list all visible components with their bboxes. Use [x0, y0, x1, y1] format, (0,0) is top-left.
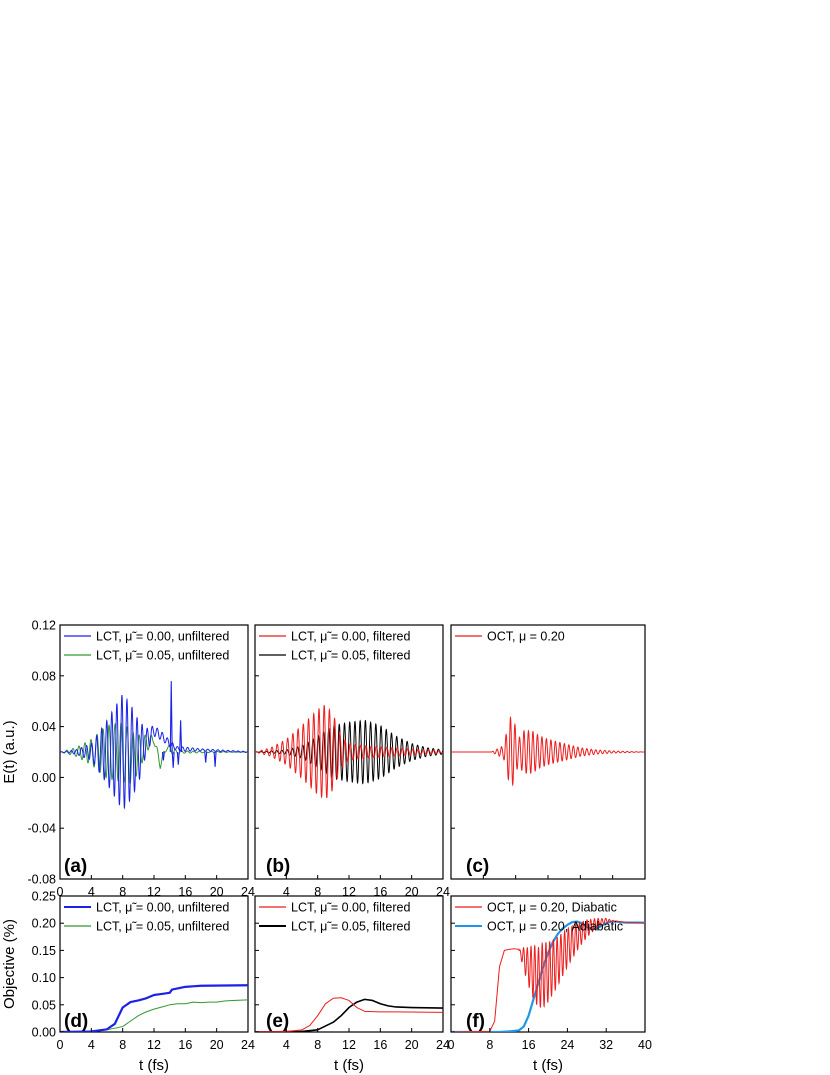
plot-area-0 [60, 681, 248, 810]
x-tick-label-0-1: 4 [88, 885, 95, 899]
spike-0-0-1 [171, 751, 175, 768]
x-tick-label-5-5: 40 [638, 1038, 652, 1052]
bottom-y-axis-label: Objective (%) [1, 919, 18, 1009]
y-tick-label-3-4: 0.05 [32, 998, 56, 1012]
x-axis-label-f: t (fs) [533, 1057, 563, 1074]
x-tick-label-0-5: 20 [210, 885, 224, 899]
panel-label-e: (e) [266, 1011, 289, 1032]
plot-area-1 [255, 705, 443, 799]
y-tick-label-3-2: 0.15 [32, 944, 56, 958]
plot-area-5 [451, 917, 645, 1032]
top-y-axis-label: E(t) (a.u.) [1, 720, 18, 783]
y-tick-label-0-5: -0.08 [28, 873, 57, 887]
legend-label-1-0: LCT, μ̃ = 0.00, filtered [291, 630, 410, 644]
spike-0-0-2 [179, 720, 183, 753]
spike-0-0-5 [213, 751, 217, 767]
panel-f-frame [450, 895, 646, 1033]
series-line-4-0 [255, 997, 443, 1032]
series-line-0-1 [60, 721, 248, 785]
spike-0-0-0 [169, 681, 173, 753]
x-axis-label-e: t (fs) [334, 1057, 364, 1074]
legend-label-3-0: LCT, μ̃ = 0.00, unfiltered [96, 901, 229, 915]
panel-label-f: (f) [466, 1011, 485, 1032]
x-tick-label-0-0: 0 [57, 885, 64, 899]
x-tick-label-5-4: 32 [599, 1038, 613, 1052]
x-tick-label-4-0: 4 [283, 1038, 290, 1052]
series-line-1-0 [255, 705, 443, 799]
series-line-0-0 [60, 694, 248, 810]
legend-label-5-0: OCT, μ = 0.20, Diabatic [487, 901, 617, 915]
plot-area-4 [255, 997, 443, 1032]
x-tick-label-1-3: 16 [373, 885, 387, 899]
x-tick-label-0-3: 12 [147, 885, 161, 899]
x-tick-label-4-2: 12 [342, 1038, 356, 1052]
series-line-4-1 [255, 998, 443, 1032]
x-tick-label-3-5: 20 [210, 1038, 224, 1052]
y-tick-label-3-5: 0.00 [32, 1026, 56, 1040]
legend-label-5-1: OCT, μ = 0.20, Adiabatic [487, 920, 623, 934]
panel-label-a: (a) [64, 856, 87, 877]
y-tick-label-0-3: 0.00 [32, 771, 56, 785]
x-tick-label-1-2: 12 [342, 885, 356, 899]
x-tick-label-3-4: 16 [178, 1038, 192, 1052]
x-tick-label-1-0: 4 [283, 885, 290, 899]
x-tick-label-3-2: 8 [119, 1038, 126, 1052]
legend-label-2-0: OCT, μ = 0.20 [487, 630, 565, 644]
x-tick-label-5-3: 24 [560, 1038, 574, 1052]
spike-0-0-3 [176, 751, 180, 765]
series-line-5-1 [451, 920, 645, 1032]
plot-layer [60, 681, 645, 1032]
series-line-3-1 [60, 999, 248, 1032]
spike-0-0-4 [204, 751, 208, 763]
plot-area-2 [451, 716, 645, 787]
y-tick-label-3-0: 0.25 [32, 890, 56, 904]
series-line-2-0 [451, 716, 645, 787]
y-tick-label-0-4: -0.04 [28, 822, 57, 836]
panel-label-c: (c) [466, 856, 489, 877]
plot-area-3 [60, 984, 248, 1032]
x-tick-label-0-6: 24 [241, 885, 255, 899]
panel-label-d: (d) [64, 1011, 88, 1032]
x-axis-label-d: t (fs) [139, 1057, 169, 1074]
legend-label-3-1: LCT, μ̃ = 0.05, unfiltered [96, 920, 229, 934]
series-line-3-0 [60, 984, 248, 1032]
legend-label-0-1: LCT, μ̃ = 0.05, unfiltered [96, 649, 229, 663]
x-tick-label-3-3: 12 [147, 1038, 161, 1052]
y-tick-label-3-3: 0.10 [32, 971, 56, 985]
y-tick-label-0-0: 0.12 [32, 619, 56, 633]
spike-0-0-6 [161, 751, 165, 761]
legend-label-4-0: LCT, μ̃ = 0.00, filtered [291, 901, 410, 915]
x-tick-label-4-3: 16 [373, 1038, 387, 1052]
x-tick-label-5-2: 16 [522, 1038, 536, 1052]
x-tick-label-1-4: 20 [405, 885, 419, 899]
y-tick-label-3-1: 0.20 [32, 917, 56, 931]
series-line-5-0 [451, 917, 645, 1032]
x-tick-label-5-0: 0 [448, 1038, 455, 1052]
legend-label-4-1: LCT, μ̃ = 0.05, filtered [291, 920, 410, 934]
x-tick-label-1-5: 24 [436, 885, 450, 899]
x-tick-label-3-1: 4 [88, 1038, 95, 1052]
x-tick-label-1-1: 8 [314, 885, 321, 899]
x-tick-label-3-0: 0 [57, 1038, 64, 1052]
x-tick-label-4-1: 8 [314, 1038, 321, 1052]
x-tick-label-4-4: 20 [405, 1038, 419, 1052]
x-tick-label-0-4: 16 [178, 885, 192, 899]
x-tick-label-0-2: 8 [119, 885, 126, 899]
x-tick-label-4-5: 24 [436, 1038, 450, 1052]
y-tick-label-0-2: 0.04 [32, 720, 56, 734]
x-tick-label-3-6: 24 [241, 1038, 255, 1052]
y-tick-label-0-1: 0.08 [32, 669, 56, 683]
legend-label-0-0: LCT, μ̃ = 0.00, unfiltered [96, 630, 229, 644]
x-tick-label-5-1: 8 [486, 1038, 493, 1052]
legend-label-1-1: LCT, μ̃ = 0.05, filtered [291, 649, 410, 663]
panel-label-b: (b) [266, 856, 290, 877]
